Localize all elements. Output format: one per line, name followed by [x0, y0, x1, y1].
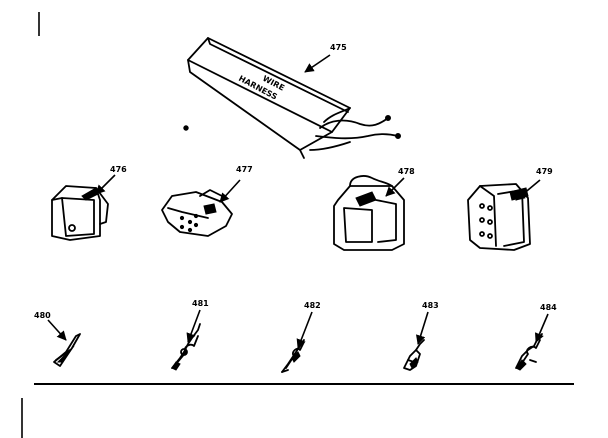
part-478-connector — [333, 175, 405, 251]
part-480-terminal — [53, 333, 81, 367]
part-label-479: 479 — [536, 167, 553, 176]
part-label-477: 477 — [236, 165, 253, 174]
part-label-475: 475 — [330, 43, 347, 52]
part-477-connector — [161, 189, 233, 237]
part-482-terminal — [281, 339, 305, 373]
part-483-terminal — [403, 339, 425, 371]
part-475-wire-harness: WIRE HARNESS — [183, 37, 401, 159]
part-481-terminal — [171, 323, 201, 371]
part-label-481: 481 — [192, 299, 209, 308]
part-label-476: 476 — [110, 165, 127, 174]
part-484-terminal — [515, 333, 543, 371]
part-label-484: 484 — [540, 303, 557, 312]
part-label-482: 482 — [304, 301, 321, 310]
part-label-478: 478 — [398, 167, 415, 176]
part-479-connector — [467, 183, 531, 251]
part-476-connector — [51, 185, 109, 241]
part-label-483: 483 — [422, 301, 439, 310]
part-label-480: 480 — [34, 311, 51, 320]
